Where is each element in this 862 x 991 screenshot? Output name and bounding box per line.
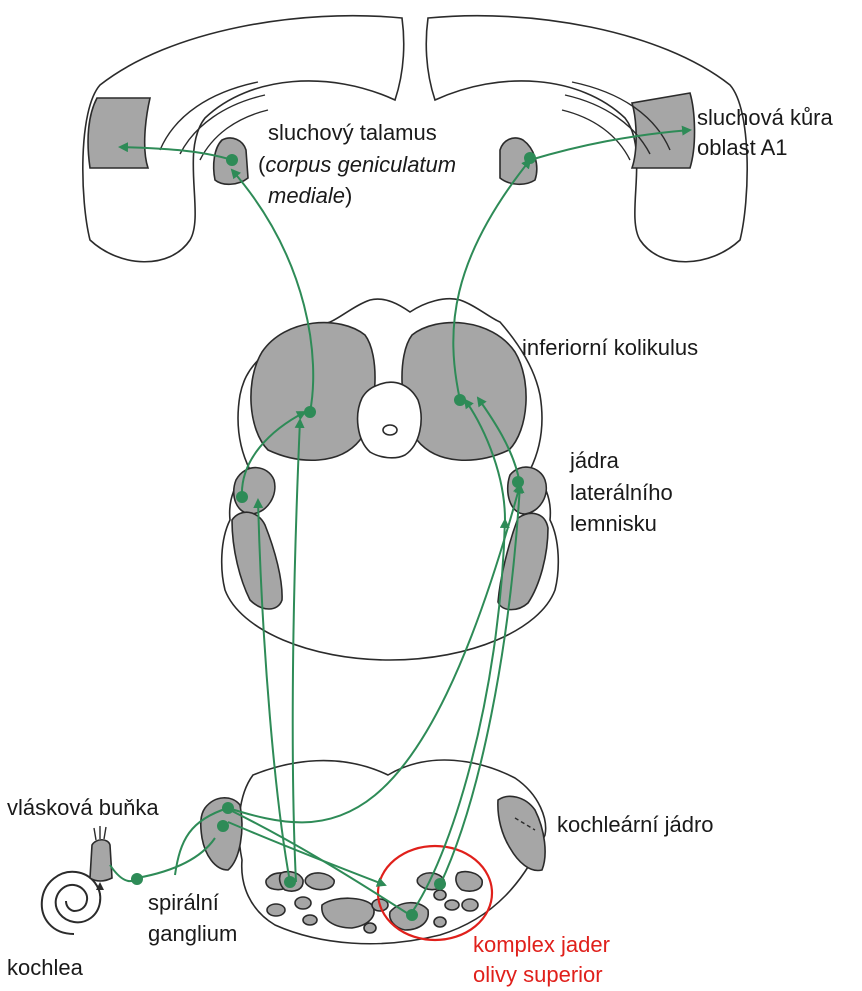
olive-label-line1: komplex jader	[473, 932, 610, 957]
cochlea-shape	[42, 872, 100, 934]
olive-label-line2: olivy superior	[473, 962, 603, 987]
spiral-ganglion-label-line1: spirální	[148, 890, 219, 915]
auditory-cortex-label-line1: sluchová kůra	[697, 105, 834, 130]
aqueduct-region	[358, 382, 422, 458]
auditory-cortex-label-line2: oblast A1	[697, 135, 788, 160]
thalamus-label-line1: sluchový talamus	[268, 120, 437, 145]
right-inferior-colliculus	[402, 323, 526, 461]
lemniscus-label-line3: lemnisku	[570, 511, 657, 536]
left-auditory-cortex-a1	[88, 98, 150, 168]
inferior-colliculus-label: inferiorní kolikulus	[522, 335, 698, 360]
hair-cell	[90, 826, 112, 902]
brainstem	[201, 760, 546, 944]
spiral-ganglion-label-line2: ganglium	[148, 921, 237, 946]
thalamus-label-line3: mediale)	[268, 183, 352, 208]
midbrain	[222, 299, 559, 660]
lemniscus-label-line1: jádra	[569, 448, 620, 473]
cochlea-label: kochlea	[7, 955, 84, 980]
cochlear-nucleus-label: kochleární jádro	[557, 812, 714, 837]
thalamus-label-line2: (corpus geniculatum	[258, 152, 456, 177]
left-cochlear-nucleus	[201, 798, 242, 870]
hair-cell-label: vlásková buňka	[7, 795, 159, 820]
lemniscus-label-line2: laterálního	[570, 480, 673, 505]
